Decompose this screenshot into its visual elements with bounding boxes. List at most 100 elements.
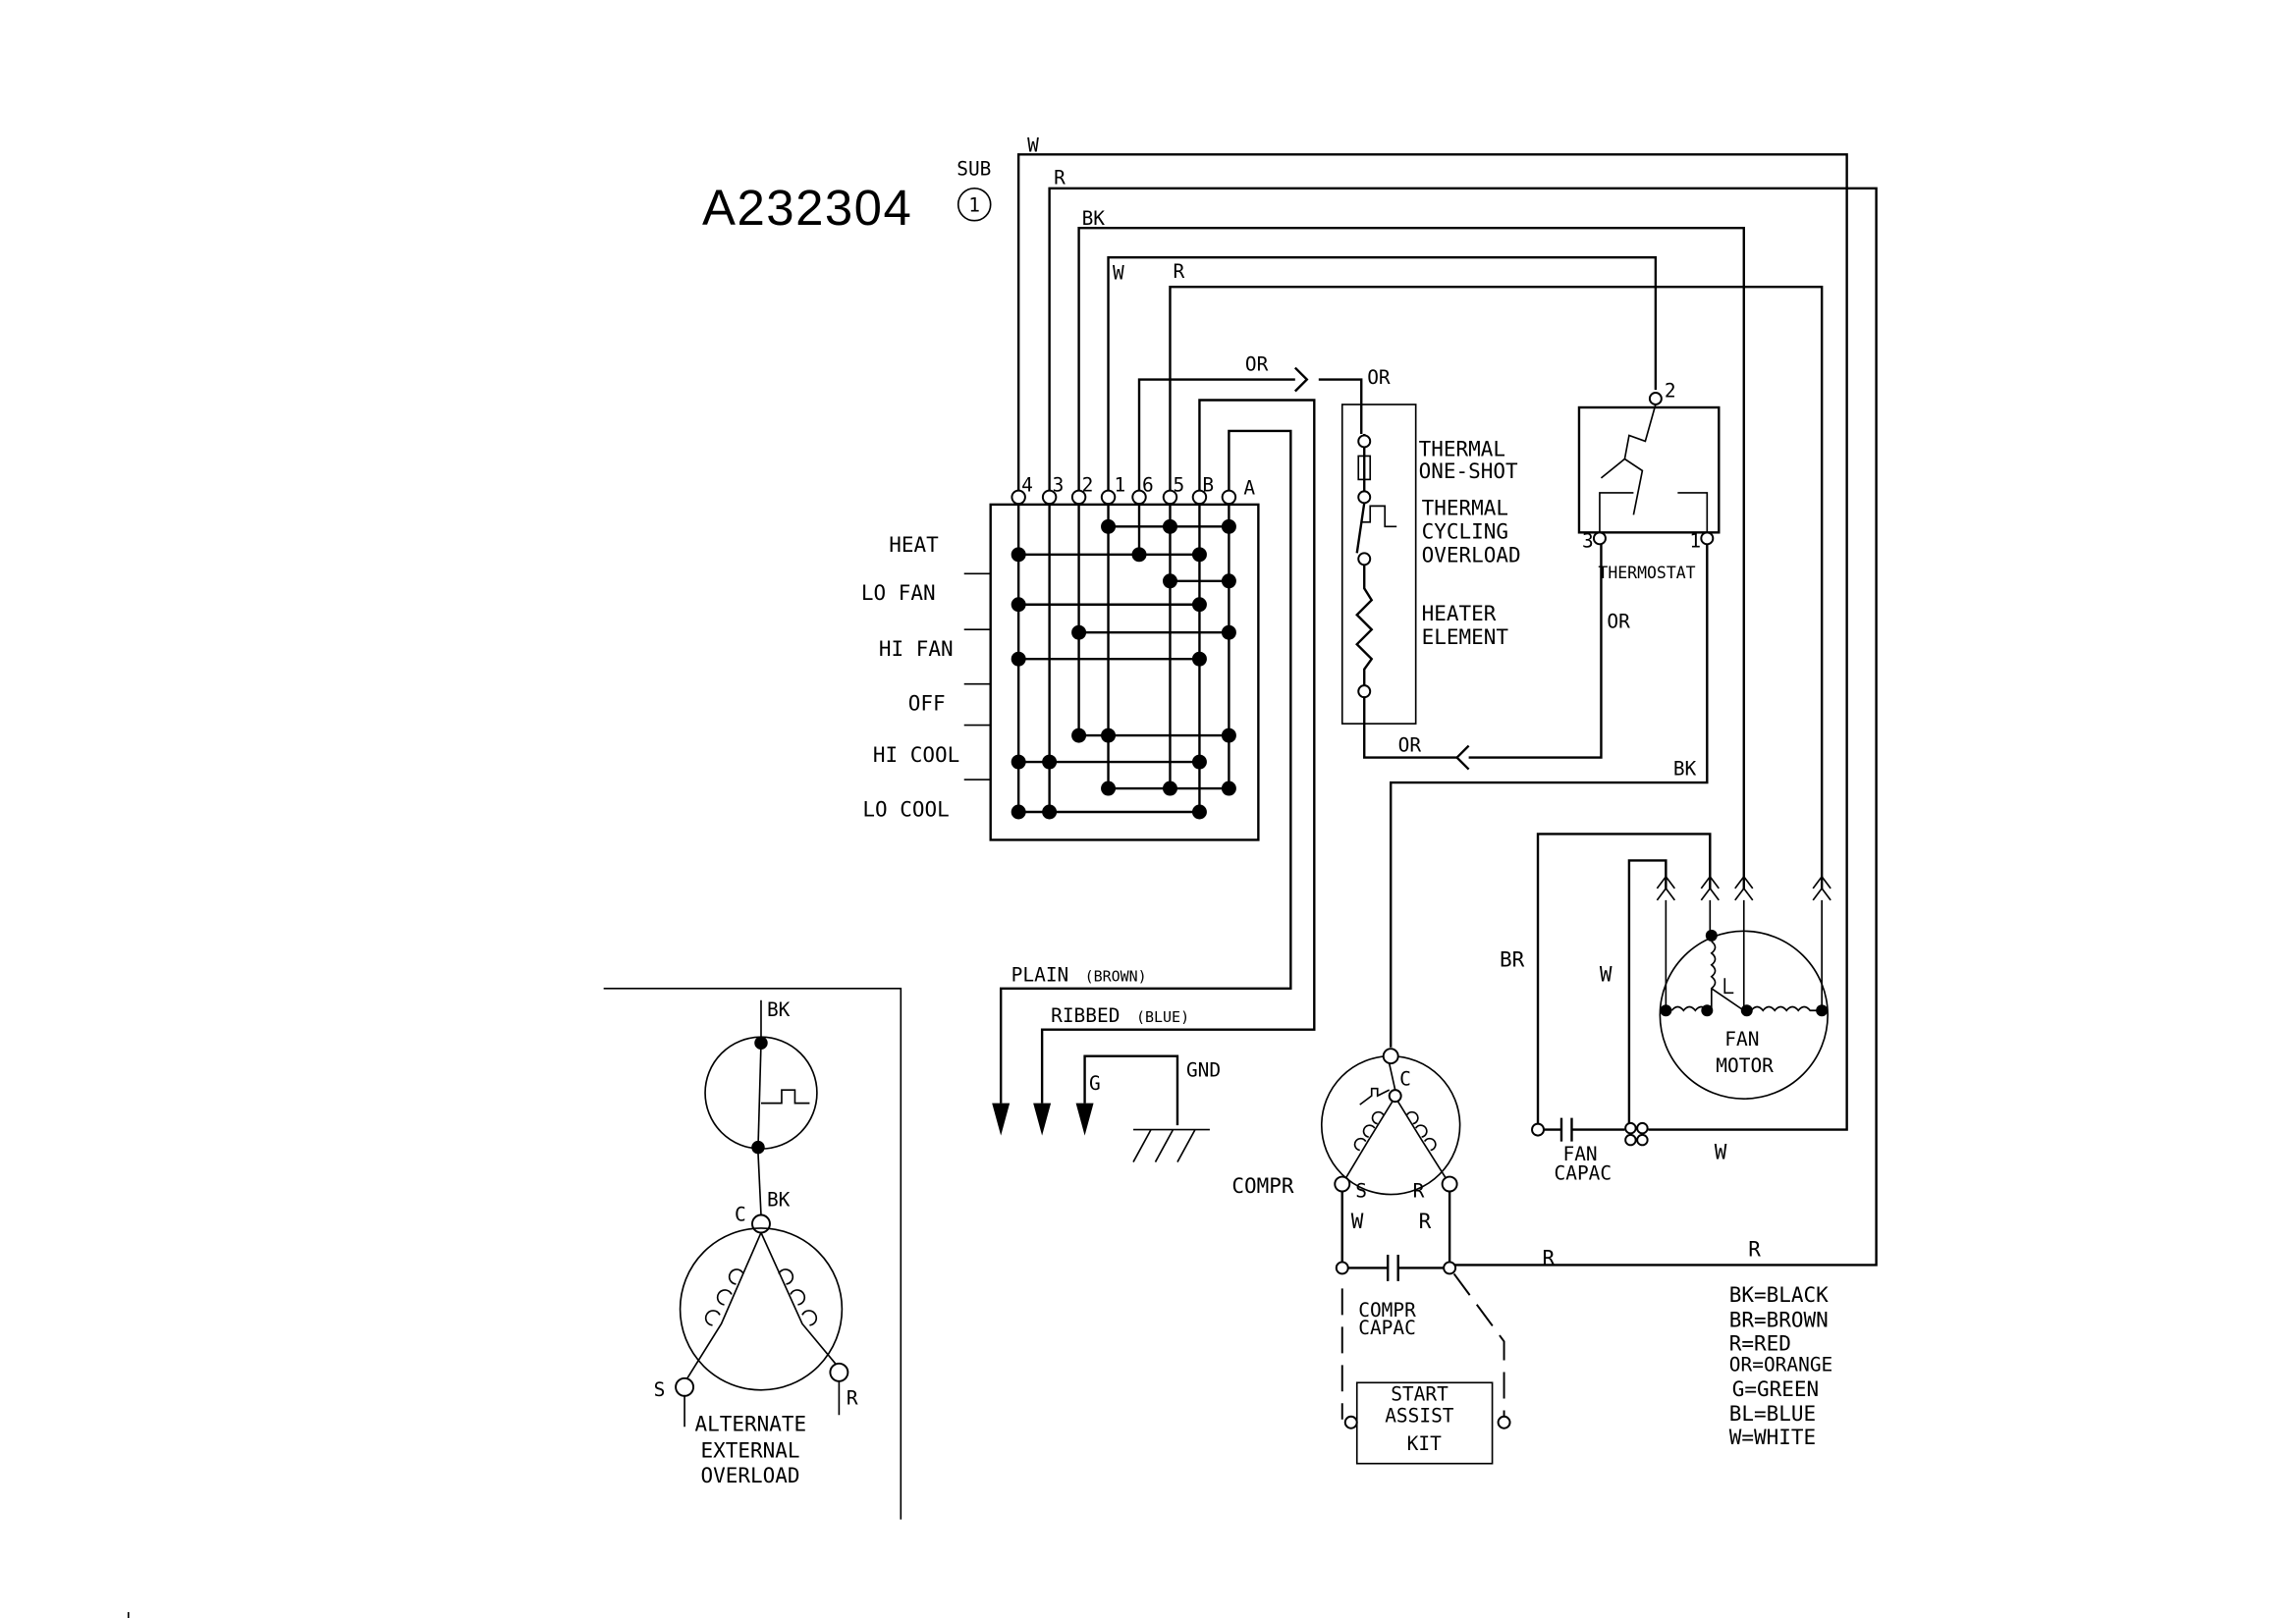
one-shot-label: ONE-SHOT bbox=[1419, 459, 1518, 483]
position-off: OFF bbox=[908, 692, 946, 716]
switch-contact-dot bbox=[1191, 547, 1207, 563]
alt-overload-label: ALTERNATE bbox=[695, 1413, 807, 1436]
switch-contact-dot bbox=[1221, 781, 1236, 796]
wire-label: R bbox=[1543, 1246, 1556, 1269]
switch-contact-dot bbox=[1071, 624, 1087, 640]
plain-label: PLAIN bbox=[1011, 963, 1069, 986]
wire-label: W bbox=[1027, 134, 1039, 156]
power-cord bbox=[992, 1054, 1210, 1162]
switch-contact-dot bbox=[1011, 754, 1026, 770]
terminal-label: 6 bbox=[1142, 473, 1154, 496]
compr-r: R bbox=[1413, 1180, 1425, 1203]
compr-label: COMPR bbox=[1231, 1174, 1293, 1198]
ribbed-color: (BLUE) bbox=[1136, 1008, 1189, 1026]
wire-label: BR bbox=[1500, 947, 1525, 971]
legend-item: W=WHITE bbox=[1729, 1426, 1816, 1449]
alternate-overload-panel bbox=[603, 987, 902, 1520]
switch-contact-dot bbox=[1221, 728, 1236, 743]
fan-capacitor bbox=[1531, 1117, 1649, 1147]
wire-label: W bbox=[1600, 962, 1613, 986]
switch-terminal bbox=[1162, 489, 1178, 506]
ribbed-label: RIBBED bbox=[1051, 1004, 1120, 1027]
switch-contact-dot bbox=[1011, 651, 1026, 667]
switch-contact-dot bbox=[1101, 728, 1117, 743]
switch-contact-dot bbox=[1191, 754, 1207, 770]
wire-label: W bbox=[1113, 262, 1124, 285]
sub-circle-icon bbox=[957, 187, 992, 222]
switch-contact-dot bbox=[1011, 547, 1026, 563]
switch-contact-dot bbox=[1191, 651, 1207, 667]
switch-terminal bbox=[1070, 489, 1087, 506]
wire-label: BK bbox=[1673, 758, 1697, 781]
switch-contact-dot bbox=[1221, 518, 1236, 534]
thermostat bbox=[1390, 392, 1721, 1048]
compr-capac-label: CAPAC bbox=[1358, 1317, 1416, 1339]
ground-g-label: G bbox=[1089, 1072, 1101, 1095]
legend-item: BL=BLUE bbox=[1729, 1402, 1816, 1426]
switch-contact-dot bbox=[1042, 804, 1058, 820]
selector-switch bbox=[989, 489, 1260, 841]
terminal-label: 2 bbox=[1082, 473, 1094, 496]
fan-motor-label: MOTOR bbox=[1716, 1054, 1774, 1077]
fan-motor-label: FAN bbox=[1724, 1028, 1759, 1051]
fan-capac-label: CAPAC bbox=[1554, 1162, 1612, 1185]
start-assist-label: KIT bbox=[1407, 1432, 1442, 1455]
wire-label: R bbox=[1054, 166, 1066, 189]
switch-terminal bbox=[1100, 489, 1117, 506]
switch-contact bbox=[1355, 503, 1366, 554]
alt-bk-label: BK bbox=[767, 1189, 791, 1212]
top-wires bbox=[999, 153, 1878, 1267]
legend-item: OR=ORANGE bbox=[1729, 1353, 1833, 1375]
switch-contact-dot bbox=[1011, 804, 1026, 820]
cycling-label: THERMAL bbox=[1422, 496, 1508, 519]
wire-label: W bbox=[1715, 1141, 1727, 1164]
switch-contact-dot bbox=[1101, 781, 1117, 796]
compr-c: C bbox=[1399, 1068, 1411, 1091]
element-label: ELEMENT bbox=[1422, 625, 1509, 649]
switch-contact-dot bbox=[1101, 518, 1117, 534]
compressor bbox=[1320, 1048, 1511, 1465]
alt-r-label: R bbox=[847, 1387, 858, 1410]
terminal-label: 4 bbox=[1021, 473, 1033, 496]
legend-item: G=GREEN bbox=[1732, 1377, 1819, 1401]
position-hi-cool: HI COOL bbox=[873, 743, 959, 767]
alt-c-label: C bbox=[735, 1203, 746, 1225]
color-legend: BK=BLACK BR=BROWN R=RED OR=ORANGE G=GREE… bbox=[1729, 1283, 1833, 1449]
gnd-label: GND bbox=[1186, 1059, 1221, 1082]
wire-label: OR bbox=[1367, 366, 1391, 389]
terminal-label: 5 bbox=[1173, 473, 1184, 496]
legend-item: BR=BROWN bbox=[1729, 1308, 1829, 1331]
switch-terminal bbox=[1041, 489, 1058, 506]
alt-bk-label: BK bbox=[767, 998, 791, 1021]
legend-item: BK=BLACK bbox=[1729, 1283, 1829, 1307]
switch-contact-dot bbox=[1221, 624, 1236, 640]
position-heat: HEAT bbox=[889, 533, 939, 557]
one-shot-label: THERMAL bbox=[1419, 437, 1505, 460]
wire-label: OR bbox=[1245, 353, 1269, 376]
switch-contact-dot bbox=[1162, 518, 1177, 534]
switch-terminal bbox=[1221, 489, 1237, 506]
terminal-label: A bbox=[1243, 476, 1255, 499]
position-lo-fan: LO FAN bbox=[861, 581, 936, 605]
switch-contact-dot bbox=[1221, 573, 1236, 589]
alt-overload-label: OVERLOAD bbox=[701, 1464, 800, 1487]
legend-item: R=RED bbox=[1729, 1331, 1791, 1355]
position-hi-fan: HI FAN bbox=[879, 637, 954, 661]
thermostat-terminal: 1 bbox=[1689, 529, 1701, 552]
alt-s-label: S bbox=[654, 1378, 666, 1401]
thermostat-terminal: 2 bbox=[1665, 380, 1676, 403]
thermostat-terminal: 3 bbox=[1582, 529, 1594, 552]
switch-contact-dot bbox=[1042, 754, 1058, 770]
switch-contact-dot bbox=[1191, 597, 1207, 613]
wire-label: W bbox=[1351, 1210, 1364, 1233]
heater-assembly bbox=[1340, 404, 1603, 771]
fan-capac-label: FAN bbox=[1562, 1143, 1597, 1165]
part-number: A232304 bbox=[702, 180, 911, 236]
sub-label: SUB bbox=[957, 157, 991, 180]
switch-contact-dot bbox=[1011, 597, 1026, 613]
switch-terminal bbox=[1011, 489, 1026, 506]
start-assist-label: START bbox=[1391, 1382, 1449, 1405]
compr-s: S bbox=[1355, 1180, 1367, 1203]
switch-contact-dot bbox=[1162, 781, 1177, 796]
